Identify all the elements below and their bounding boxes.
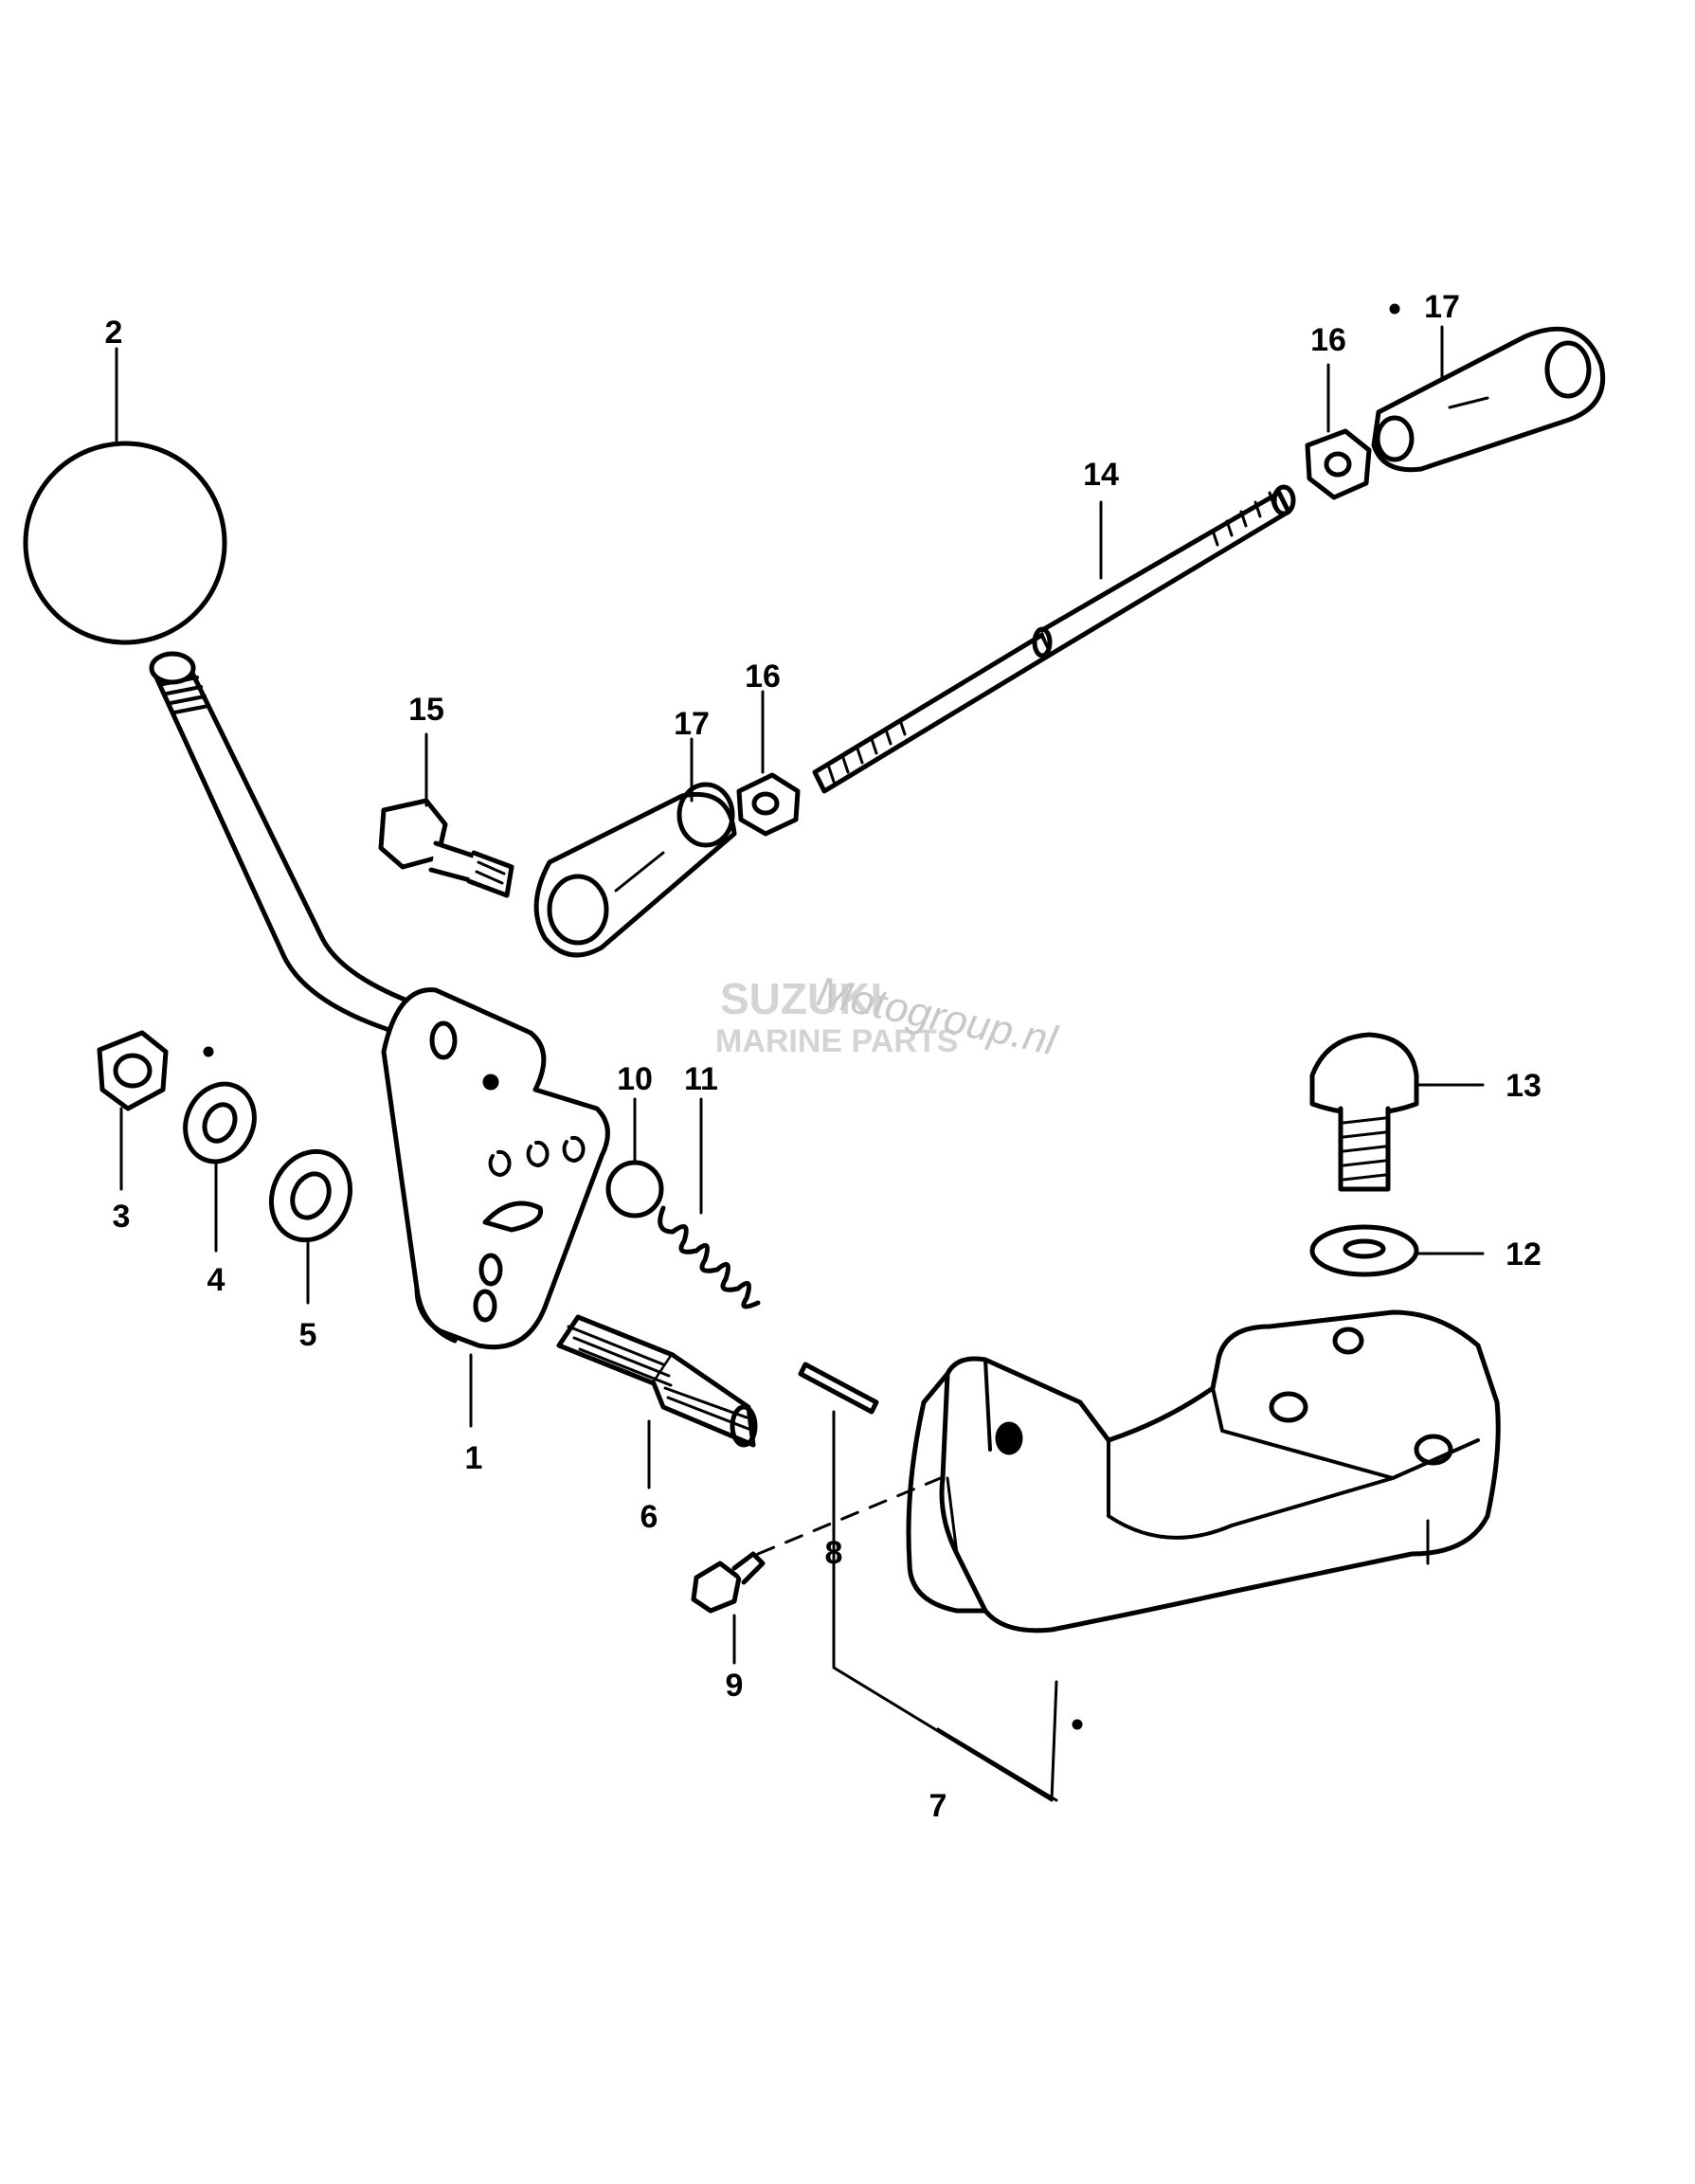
shift-lever-rod: [149, 651, 420, 1036]
detent-spring: [658, 1205, 761, 1309]
rod-end-lower: [533, 782, 737, 958]
detent-ball: [605, 1160, 664, 1218]
callout-17-upper: 17: [1424, 289, 1460, 325]
stud-bolt: [556, 1314, 758, 1448]
callout-16-upper: 16: [1310, 322, 1346, 358]
watermark: SUZUKI MARINE PARTS Motogroup.nl: [715, 968, 1062, 1065]
watermark-brand: SUZUKI: [720, 974, 882, 1023]
shift-knob: [23, 441, 227, 645]
callout-10: 10: [617, 1061, 653, 1097]
callout-1: 1: [465, 1440, 483, 1476]
callout-11: 11: [684, 1061, 718, 1097]
spring-washer: [183, 1081, 257, 1164]
grease-nipple: [691, 1551, 766, 1614]
nut: [97, 1030, 169, 1111]
lock-nut-lower: [736, 772, 801, 837]
callout-12: 12: [1506, 1236, 1542, 1272]
rod-end-upper: [1371, 326, 1606, 473]
flat-washer: [268, 1148, 353, 1243]
adjusting-rod: [812, 484, 1296, 794]
callout-labels: 2 3 4 5 1 6 7 8 9 10 11 12 13 14 15 16 1…: [105, 289, 1542, 1824]
callout-16-lower: 16: [745, 659, 781, 695]
callout-17-lower: 17: [674, 706, 710, 742]
hex-bolt: [1309, 1032, 1419, 1192]
callout-6: 6: [640, 1499, 658, 1535]
callout-13: 13: [1506, 1068, 1542, 1104]
lock-nut-upper: [1305, 428, 1372, 500]
shift-bracket: [906, 1309, 1501, 1633]
shoulder-bolt: [378, 798, 514, 898]
callout-5: 5: [299, 1317, 317, 1353]
callout-2: 2: [105, 315, 123, 351]
callout-14: 14: [1083, 457, 1119, 493]
bolt-washer: [1309, 1224, 1419, 1277]
callout-3: 3: [113, 1199, 131, 1235]
shift-plate: [381, 987, 610, 1350]
callout-7: 7: [929, 1788, 947, 1824]
callout-4: 4: [207, 1262, 225, 1298]
watermark-sub: MARINE PARTS: [715, 1023, 958, 1059]
callout-9: 9: [726, 1668, 744, 1704]
callout-15: 15: [408, 692, 444, 728]
callout-8: 8: [825, 1535, 843, 1571]
dowel-pin: [798, 1362, 879, 1415]
